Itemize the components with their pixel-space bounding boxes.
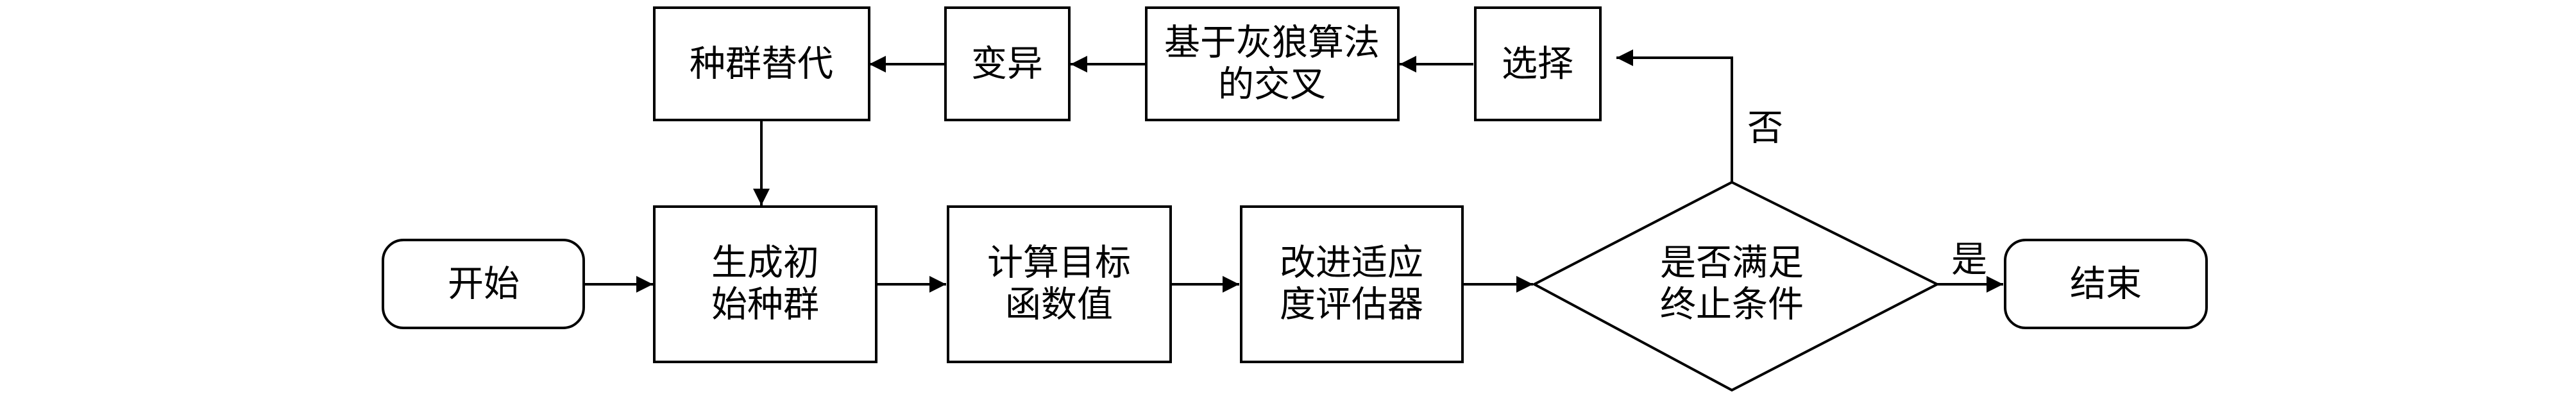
init-population-box <box>653 205 877 363</box>
fitness-box <box>947 205 1172 363</box>
estimator-label-line2: 度评估器 <box>1280 284 1423 326</box>
estimator-label-line1: 改进适应 <box>1280 243 1423 284</box>
start-terminal <box>382 239 585 329</box>
end-label: 结束 <box>2070 264 2142 305</box>
replace-label: 种群替代 <box>690 44 833 85</box>
replace-box <box>653 6 870 121</box>
condition-label-line1: 是否满足 <box>1660 243 1804 284</box>
connectors <box>584 49 2003 293</box>
select-box <box>1474 6 1602 121</box>
mutation-box <box>944 6 1071 121</box>
mutation-label: 变异 <box>971 44 1043 85</box>
estimator-box <box>1240 205 1464 363</box>
fitness-label-line2: 函数值 <box>1005 284 1113 326</box>
node-labels: 开始 生成初 始种群 计算目标 函数值 改进适应 度评估器 是否满足 终止条件 … <box>448 22 2142 326</box>
init-label-line1: 生成初 <box>711 243 819 284</box>
select-label: 选择 <box>1502 44 1573 85</box>
fitness-label-line1: 计算目标 <box>987 243 1131 284</box>
arrow-condition-to-select <box>1616 49 1733 182</box>
edge-labels: 是 否 <box>1747 108 1987 281</box>
edge-label-yes: 是 <box>1951 239 1987 281</box>
nodes <box>382 6 2208 392</box>
crossover-label-line1: 基于灰狼算法 <box>1164 22 1380 64</box>
crossover-box <box>1145 6 1400 121</box>
start-label: 开始 <box>448 264 520 305</box>
termination-decision <box>1531 180 1940 392</box>
init-label-line2: 始种群 <box>711 284 819 326</box>
edge-label-no: 否 <box>1747 108 1783 150</box>
condition-label-line2: 终止条件 <box>1660 284 1804 326</box>
crossover-label-line2: 的交叉 <box>1218 64 1326 106</box>
end-terminal <box>2004 239 2208 329</box>
